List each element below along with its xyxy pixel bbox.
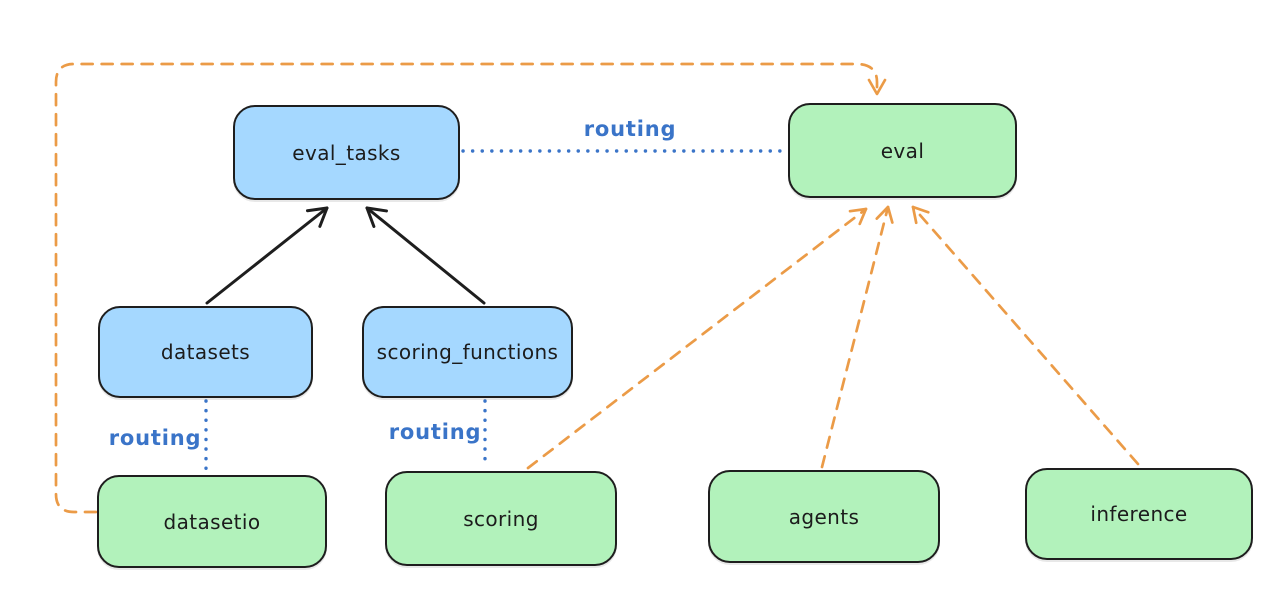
node-scoring-label: scoring <box>463 506 539 531</box>
arrow-scoring-functions-to-eval-tasks <box>365 206 486 305</box>
node-eval-tasks: eval_tasks <box>233 105 460 200</box>
node-eval: eval <box>788 103 1017 198</box>
node-scoring-functions: scoring_functions <box>362 306 573 398</box>
node-datasetio-label: datasetio <box>163 509 261 534</box>
dashed-arrow-scoring-to-eval <box>526 207 868 470</box>
node-datasets-label: datasets <box>160 340 251 364</box>
dashed-arrow-datasetio-to-eval <box>54 62 887 514</box>
node-scoring: scoring <box>385 471 617 566</box>
routing-label-scoring-functions-scoring: routing <box>388 420 482 444</box>
dashed-arrow-agents-to-eval <box>820 205 894 469</box>
node-inference: inference <box>1025 468 1253 560</box>
node-agents-label: agents <box>788 504 860 529</box>
node-eval-label: eval <box>880 138 925 163</box>
node-inference-label: inference <box>1090 502 1188 526</box>
arrow-datasets-to-eval-tasks <box>205 206 329 305</box>
node-datasets: datasets <box>98 306 313 398</box>
dashed-arrow-inference-to-eval <box>911 205 1140 466</box>
routing-label-datasets-datasetio: routing <box>108 426 202 450</box>
node-scoring-functions-label: scoring_functions <box>376 340 559 364</box>
node-agents: agents <box>708 470 940 563</box>
node-datasetio: datasetio <box>97 475 327 568</box>
routing-label-eval-tasks-eval: routing <box>583 117 677 141</box>
node-eval-tasks-label: eval_tasks <box>292 140 401 165</box>
